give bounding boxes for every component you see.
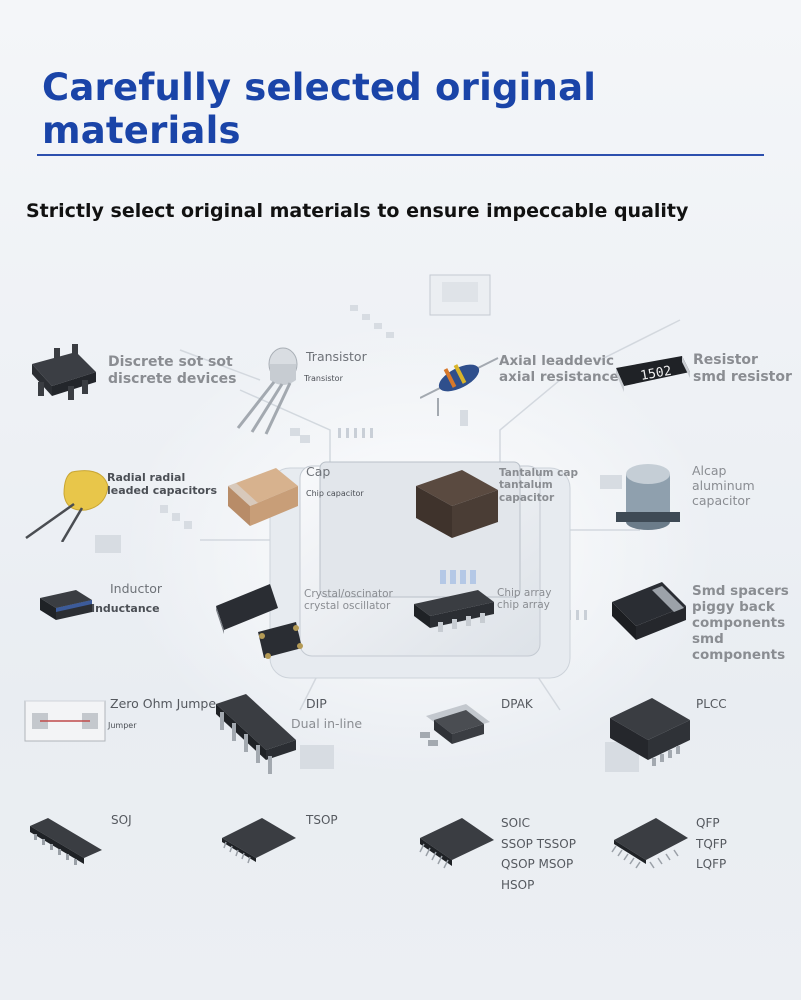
axial-lead-label: Axial leaddevic axial resistance [499,353,619,385]
chip-array-label: Chip array chip array [497,587,552,612]
plcc-package-icon [610,698,690,766]
dip-package-icon [216,694,296,774]
dpak-label: DPAK [501,697,533,711]
title-divider [37,154,764,156]
discrete-sot-label: Discrete sot sot discrete devices [108,354,237,387]
cap-sublabel: Chip capacitor [306,489,364,498]
plcc-label: PLCC [696,697,727,711]
inductor-sublabel: Inductance [91,602,160,615]
page-title: Carefully selected original materials [42,66,597,152]
sot-package-icon [32,344,96,400]
inductor-icon [40,590,92,620]
tsop-package-icon [222,818,296,864]
smd-spacer-icon [612,582,686,640]
chip-array-icon [414,590,494,632]
transistor-label: Transistor [306,349,367,364]
tsop-label: TSOP [306,813,338,827]
smd-spacers-label: Smd spacers piggy back components smd co… [692,583,789,663]
cap-label: Cap [306,464,331,479]
qfp-label: QFP TQFP LQFP [696,816,727,872]
soj-label: SOJ [111,813,132,827]
zero-ohm-label: Zero Ohm Jumpe [110,696,217,711]
smd-resistor-icon: 1502 [616,356,690,392]
page-subtitle: Strictly select original materials to en… [26,200,689,222]
chip-capacitor-icon [228,468,298,526]
crystal-oscillator-icon [216,584,303,659]
axial-resistor-icon [420,357,499,416]
resistor-label: Resistor smd resistor [693,352,792,385]
dpak-package-icon [420,704,490,746]
zero-ohm-jumper-icon [24,700,106,742]
qfp-package-icon [611,818,688,869]
zero-ohm-sublabel: Jumper [108,721,137,730]
crystal-label: Crystal/oscinator crystal oscillator [304,588,393,613]
radial-capacitor-icon [25,470,109,542]
inductor-label: Inductor [110,581,163,596]
dip-label: DIP [306,696,327,711]
soic-package-icon [419,818,494,869]
soj-package-icon [30,818,102,865]
alcap-label: Alcap aluminum capacitor [692,463,755,508]
transistor-icon [236,347,298,435]
resistor-marking: 1502 [639,364,672,384]
tantalum-capacitor-icon [416,470,498,538]
radial-capacitor-label: Radial radial leaded capacitors [107,471,218,497]
transistor-sublabel: Transistor [304,374,343,383]
tantalum-label: Tantalum cap tantalum capacitor [499,467,578,504]
dip-sublabel: Dual in-line [291,716,363,731]
soic-label: SOIC SSOP TSSOP QSOP MSOP HSOP [501,816,576,892]
aluminum-capacitor-icon [616,464,680,530]
